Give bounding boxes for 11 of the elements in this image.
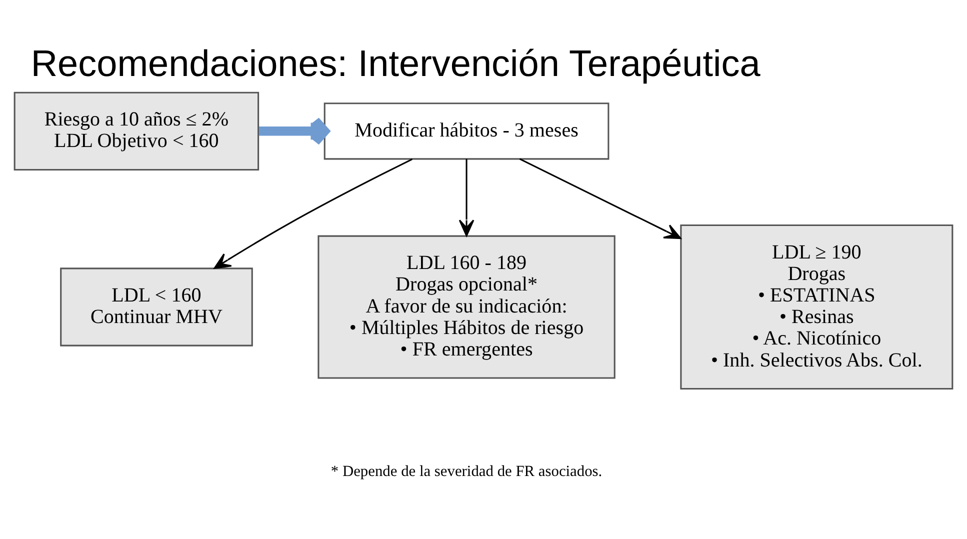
node-box: Riesgo a 10 años ≤ 2% LDL Objetivo < 160 bbox=[14, 91, 260, 170]
arrow bbox=[258, 116, 330, 146]
node-box: LDL ≥ 190 Drogas • ESTATINAS • Resinas • Ac. Nicotínico • Inh. Selectivos Abs. Col. bbox=[680, 224, 954, 390]
arrow bbox=[214, 158, 413, 268]
arrow bbox=[458, 158, 474, 236]
node-box: Modificar hábitos - 3 meses bbox=[324, 102, 610, 160]
arrow bbox=[519, 158, 682, 239]
node-box: LDL 160 - 189 Drogas opcional* A favor de su indicación: • Múltiples Hábitos de riesgo • FR emergentes bbox=[318, 234, 616, 378]
node-box: LDL < 160 Continuar MHV bbox=[60, 267, 253, 346]
label: * Depende de la severidad de FR asociados. bbox=[330, 462, 602, 480]
diagram-title: Recomendaciones: Intervención Terapéutica bbox=[30, 41, 760, 84]
